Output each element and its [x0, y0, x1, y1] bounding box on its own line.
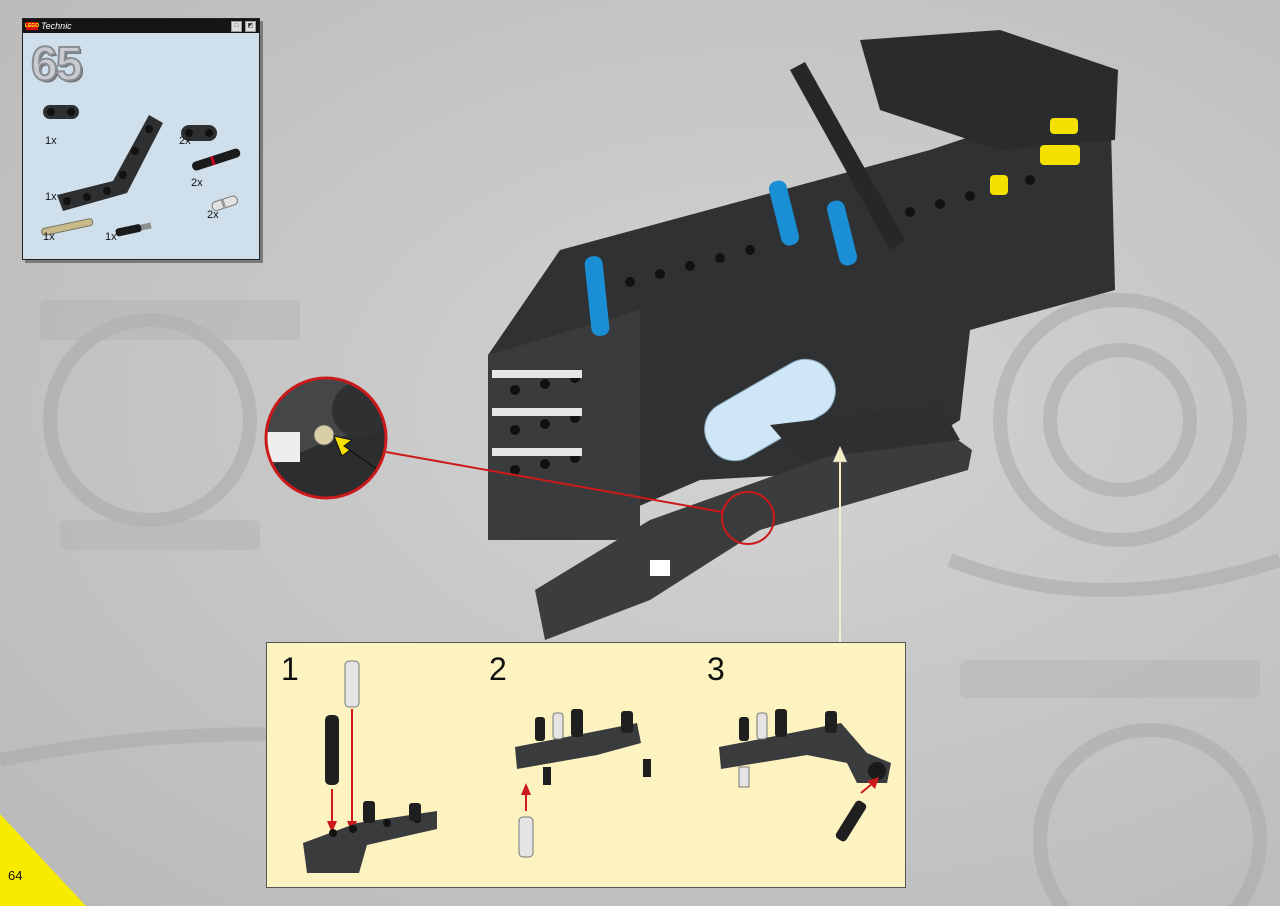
part-qty: 1x	[43, 231, 55, 243]
part-qty: 2x	[179, 135, 191, 147]
chassis-body	[488, 30, 1118, 640]
substep-number: 3	[707, 651, 725, 687]
long-pin-icon	[192, 148, 241, 171]
window-title: Technic	[41, 21, 72, 31]
substep-3-illustration	[719, 709, 891, 842]
part-qty: 1x	[45, 135, 57, 147]
pin-connector-icon	[43, 105, 79, 119]
substeps-panel: 1 2 3	[266, 642, 906, 888]
assembly-pointer-arrow	[832, 445, 848, 463]
substep-1-illustration	[303, 660, 437, 873]
friction-pin-icon	[211, 195, 238, 212]
substeps-illustrations	[303, 660, 891, 873]
parts-list-window: LEGO Technic □ ◩	[22, 18, 260, 260]
callout-zoom-circle	[264, 376, 388, 500]
restore-button[interactable]: □	[231, 20, 242, 32]
axle-icon	[41, 218, 94, 236]
step-number: 65	[30, 37, 83, 92]
parts-illustrations	[41, 105, 241, 237]
part-qty: 1x	[105, 231, 117, 243]
callout-detail	[385, 451, 775, 545]
substep-number: 1	[281, 651, 299, 687]
axle-pin-icon	[115, 222, 152, 237]
substep-2-illustration	[515, 709, 651, 858]
substep-number: 2	[489, 651, 507, 687]
lego-logo-icon: LEGO	[24, 22, 40, 30]
bent-liftarm-icon	[57, 115, 163, 211]
part-qty: 2x	[207, 209, 219, 221]
part-qty: 1x	[45, 191, 57, 203]
axle-pin-connector-icon	[181, 125, 217, 141]
part-qty: 2x	[191, 177, 203, 189]
page-number: 64	[8, 868, 23, 883]
window-titlebar: LEGO Technic □ ◩	[23, 19, 259, 33]
close-button[interactable]: ◩	[245, 20, 256, 32]
